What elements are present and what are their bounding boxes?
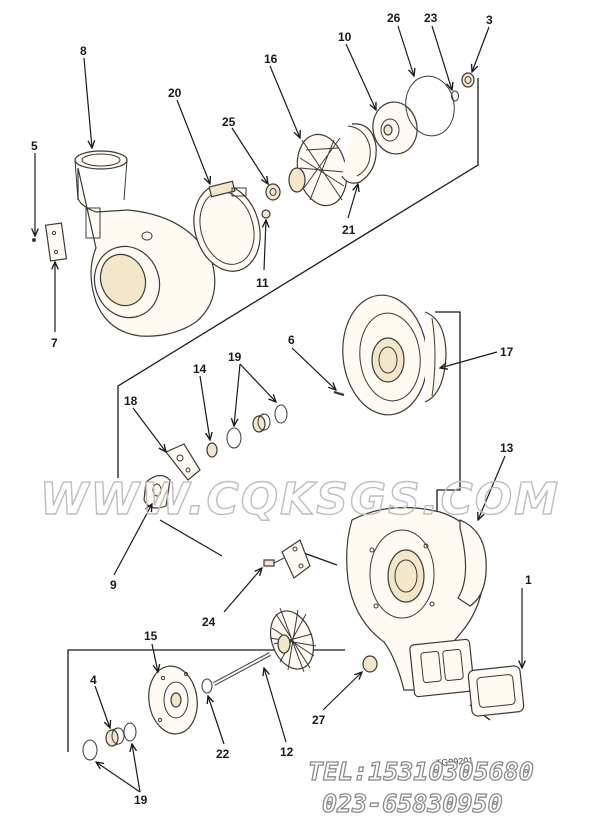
callout-11: 11 <box>256 276 269 290</box>
drive-screw <box>32 238 36 242</box>
turbine-nut <box>362 655 378 673</box>
turbine-wheel-shaft <box>213 607 317 686</box>
callout-labels: 1 3 4 5 6 7 8 9 10 11 12 13 14 15 16 17 … <box>31 11 532 807</box>
dowel-pin <box>333 390 345 397</box>
callout-12: 12 <box>280 745 294 759</box>
leader-arrows <box>35 25 522 793</box>
oil-seal-plate <box>148 665 198 735</box>
bearing-housing <box>342 294 447 416</box>
contact-tel: TEL:15310305680 <box>308 757 534 786</box>
callout-7: 7 <box>51 336 58 350</box>
seal-ring-shaft <box>201 678 213 694</box>
compressor-housing <box>74 150 216 337</box>
callout-8: 8 <box>80 44 87 58</box>
capscrew <box>263 557 285 567</box>
lock-plate <box>281 539 311 579</box>
compressor-insert-plate <box>372 101 418 155</box>
thrust-collar <box>206 442 218 458</box>
contact-phone: 023-65830950 <box>322 789 503 818</box>
callout-14: 14 <box>193 362 207 376</box>
lock-nut-small <box>261 209 271 219</box>
compressor-wheel-nut <box>265 183 281 201</box>
callout-13: 13 <box>500 441 514 455</box>
callout-20: 20 <box>168 86 182 100</box>
piston-ring-lower <box>82 722 137 761</box>
callout-16: 16 <box>264 52 278 66</box>
watermark-text: WWW.CQKSGS.COM <box>40 474 560 525</box>
compressor-wheel <box>288 133 348 207</box>
callout-19-upper: 19 <box>228 350 242 364</box>
callout-23: 23 <box>424 11 438 25</box>
seal-ring-small <box>451 90 459 102</box>
callout-17: 17 <box>500 345 514 359</box>
callout-22: 22 <box>216 747 230 761</box>
thrust-bearing <box>165 443 201 481</box>
bearing-journal <box>105 727 125 747</box>
callout-6: 6 <box>288 333 295 347</box>
callout-27: 27 <box>312 713 326 727</box>
callout-5: 5 <box>31 139 38 153</box>
callout-10: 10 <box>338 30 352 44</box>
callout-9: 9 <box>110 578 117 592</box>
callout-1: 1 <box>525 573 532 587</box>
callout-18: 18 <box>124 394 138 408</box>
callout-24: 24 <box>202 615 216 629</box>
callout-15: 15 <box>144 629 158 643</box>
turbine-housing <box>346 506 487 698</box>
callout-21: 21 <box>342 223 356 237</box>
piston-ring-upper <box>226 404 288 449</box>
callout-25: 25 <box>222 115 236 129</box>
pipe-plug <box>461 72 475 88</box>
data-plate <box>44 222 68 262</box>
o-ring-seal-large <box>405 75 455 137</box>
callout-26: 26 <box>387 11 401 25</box>
exhaust-gasket <box>467 665 525 717</box>
callout-19-lower: 19 <box>134 793 148 807</box>
v-band-clamp <box>193 180 261 272</box>
figure-code: TG09201 <box>435 755 473 768</box>
retaining-ring-large <box>341 123 377 184</box>
bearing-sleeve <box>252 413 271 433</box>
callout-4: 4 <box>90 673 97 687</box>
callout-3: 3 <box>486 13 493 27</box>
